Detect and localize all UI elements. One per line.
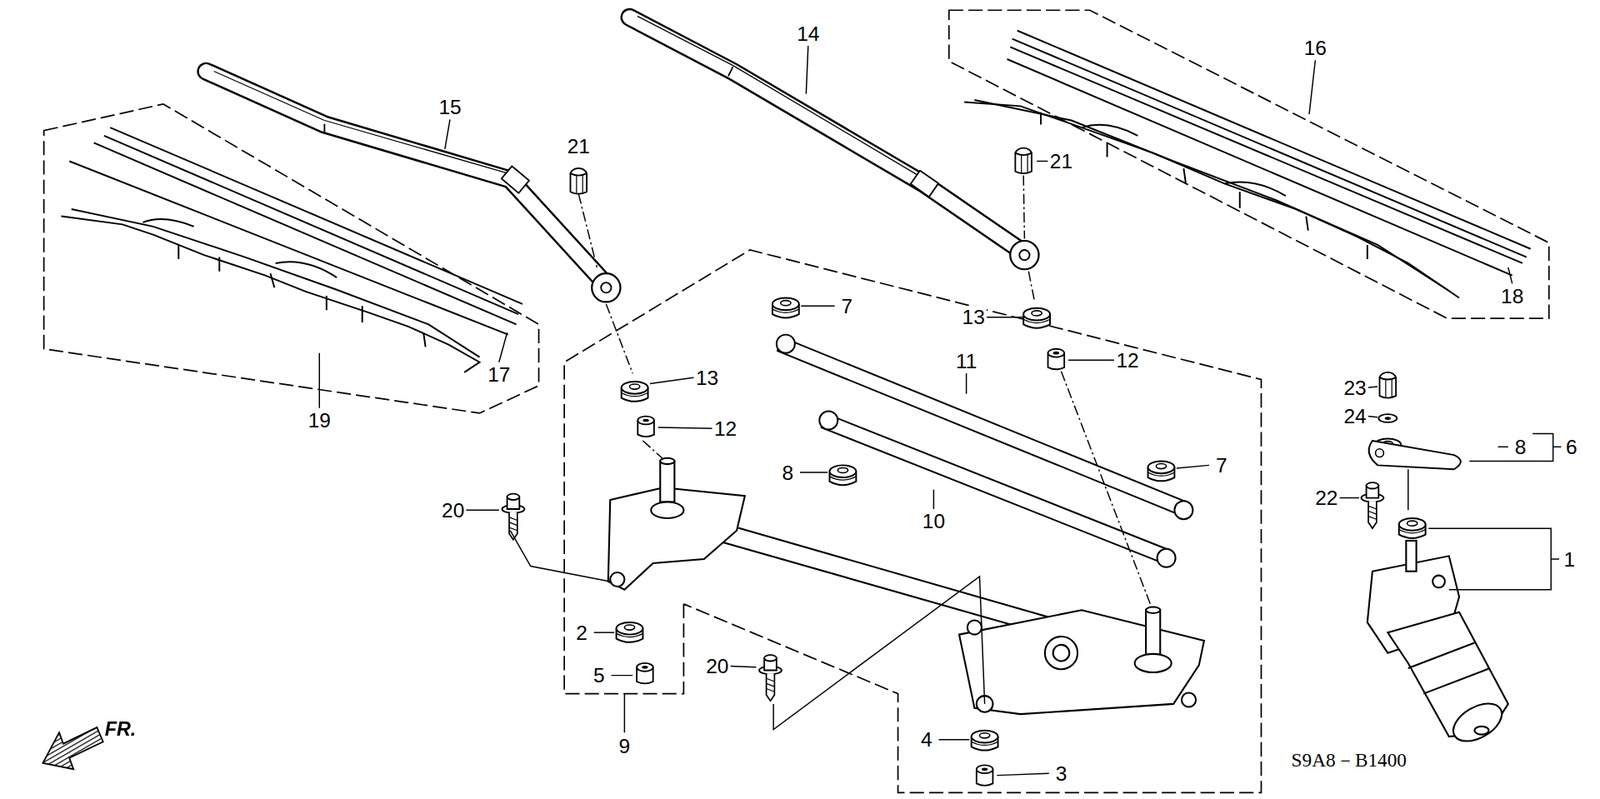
callout-number: 19: [305, 409, 333, 432]
callout-number: 8: [780, 460, 796, 484]
callout-number: 5: [591, 664, 608, 687]
callout-number: 21: [565, 135, 592, 158]
callout-number: 3: [1053, 762, 1070, 785]
callout-number: 13: [960, 305, 987, 329]
callout-number: 2: [574, 621, 590, 645]
callout-number: 12: [1114, 349, 1141, 372]
callout-number: 1: [1561, 548, 1578, 571]
drawing-code: S9A8－B1400: [1289, 749, 1409, 771]
callout-number: 13: [694, 366, 721, 390]
callout-number: 22: [1313, 486, 1340, 510]
callout-number: 7: [1213, 454, 1230, 477]
callout-number: 9: [616, 735, 633, 758]
callout-number: 6: [1563, 435, 1580, 459]
callout-number: 14: [795, 22, 822, 45]
callout-number: 8: [1512, 435, 1529, 459]
callout-number: 11: [953, 350, 979, 373]
callout-number: 23: [1341, 376, 1369, 400]
callout-number: 12: [712, 417, 740, 440]
callout-number: 4: [919, 728, 935, 751]
callout-number: 21: [1047, 150, 1075, 173]
callout-number: 20: [440, 499, 467, 522]
callout-number: 7: [839, 295, 855, 318]
direction-label: FR.: [102, 719, 138, 741]
callout-number: 20: [704, 655, 731, 678]
callout-number: 16: [1301, 36, 1329, 60]
callout-number: 10: [920, 510, 947, 533]
callout-number: 17: [485, 363, 513, 386]
callout-number: 18: [1499, 285, 1526, 308]
callout-number: 15: [436, 95, 464, 119]
callout-number: 24: [1341, 405, 1369, 428]
